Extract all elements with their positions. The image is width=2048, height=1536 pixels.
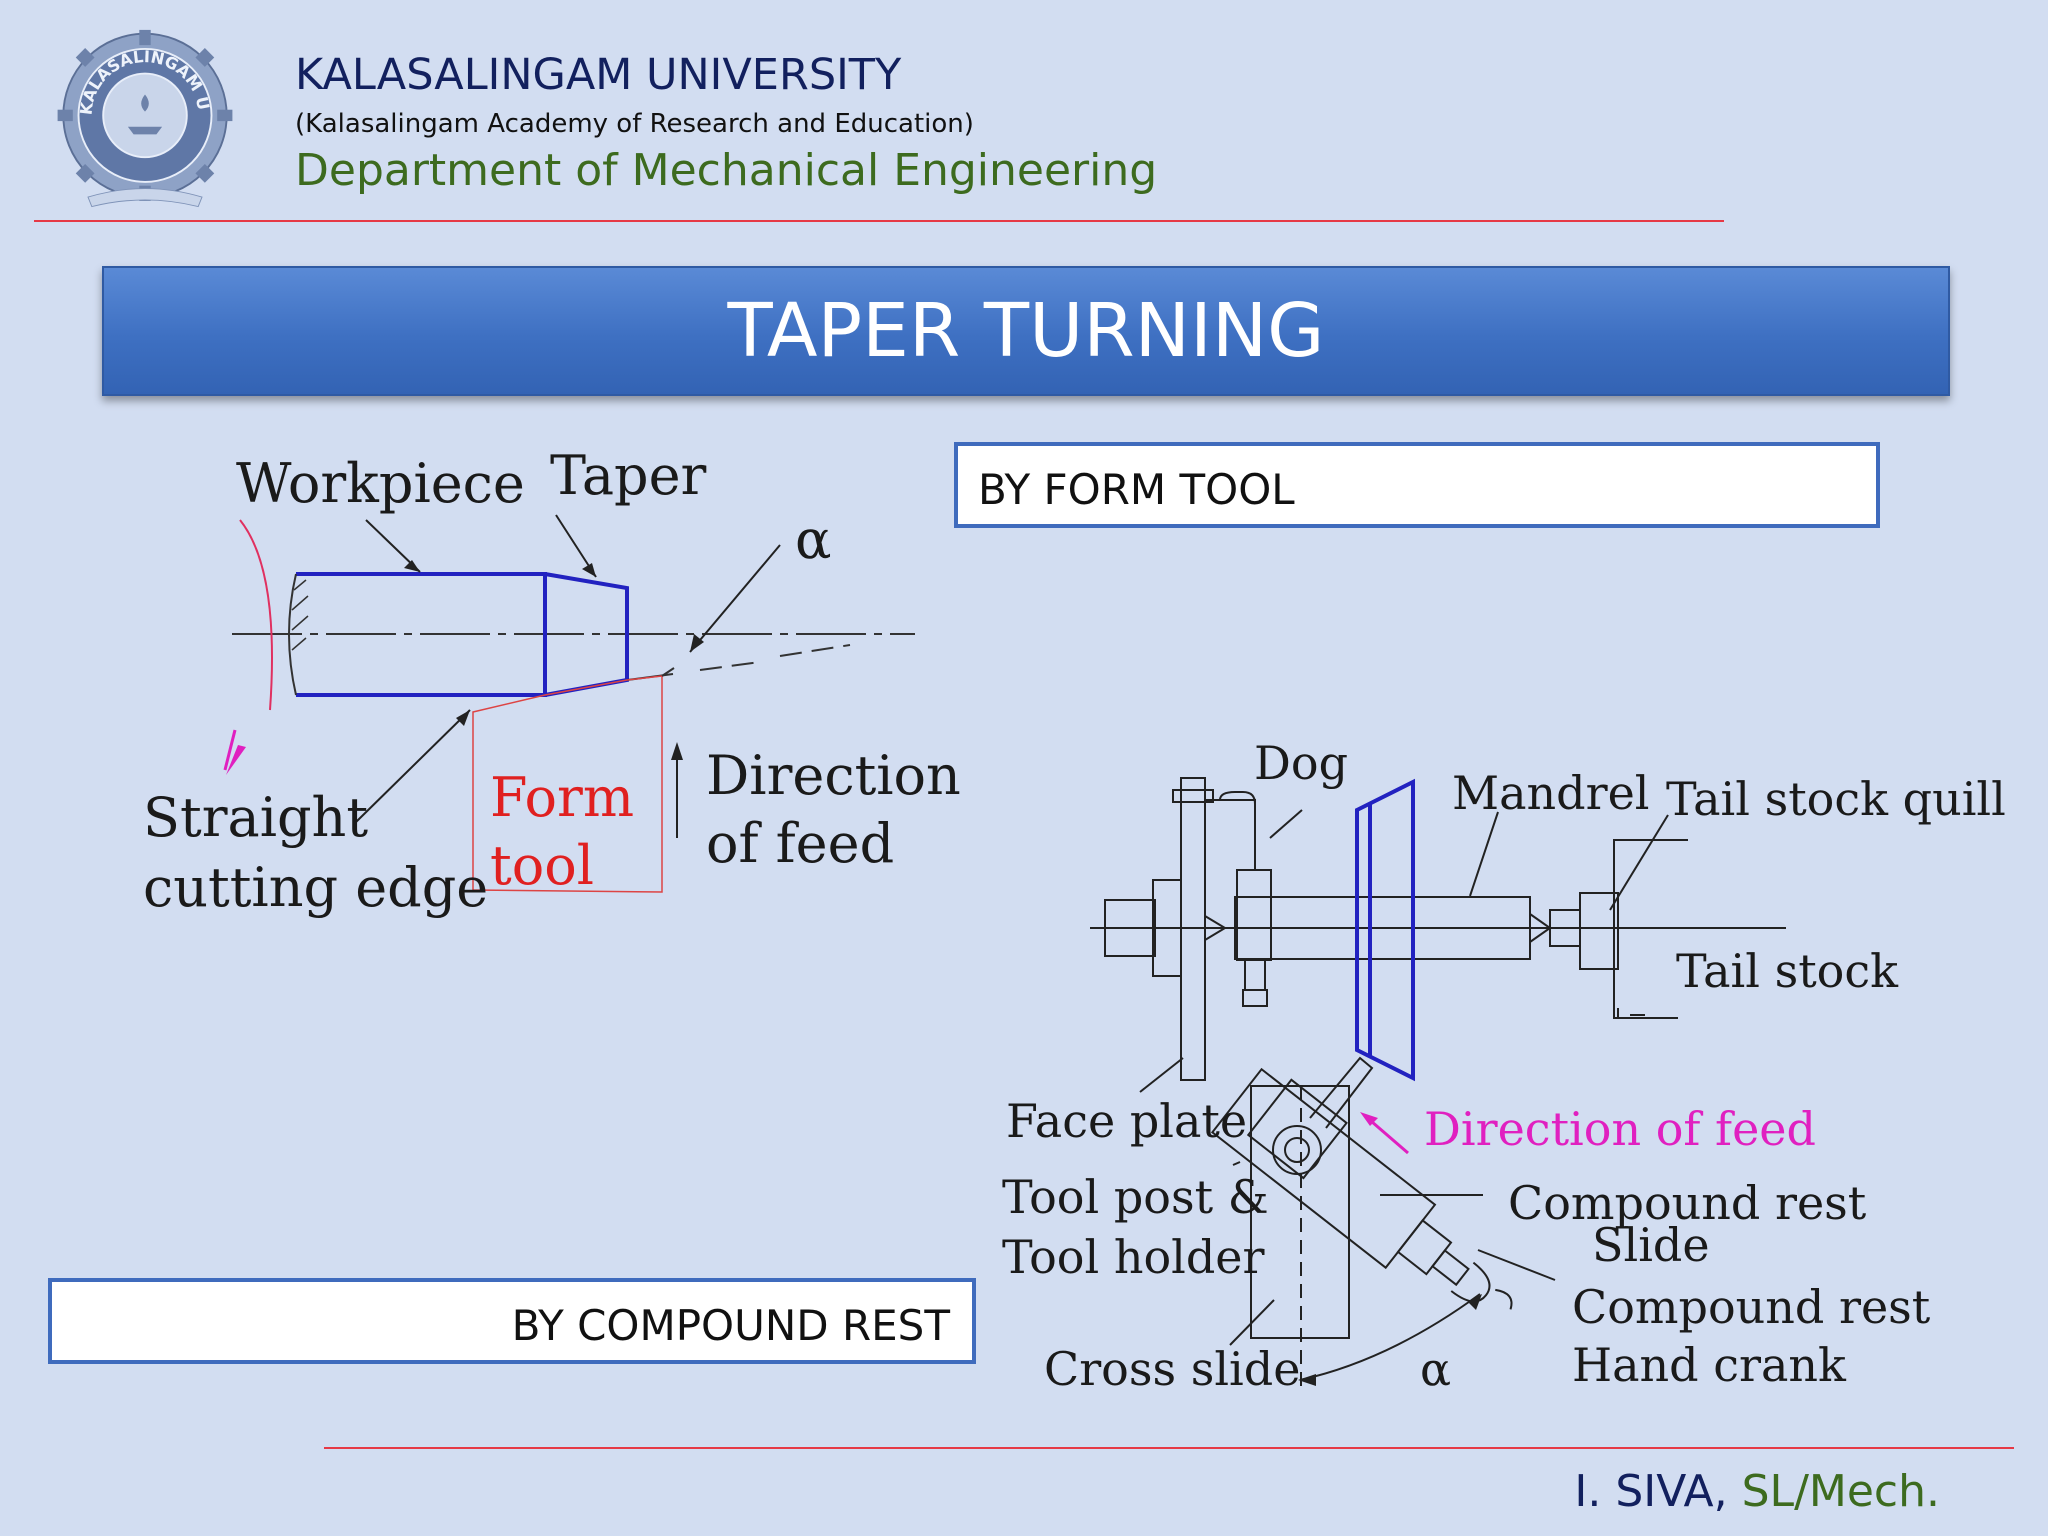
label-cutting-edge: cutting edge — [143, 856, 489, 919]
label-taper: Taper — [550, 444, 707, 507]
label-tool-holder: Tool holder — [1002, 1230, 1265, 1284]
label-form: Form — [490, 766, 635, 829]
label-cross-slide: Cross slide — [1044, 1342, 1301, 1396]
label-tool-post: Tool post & — [1002, 1170, 1269, 1224]
label-face-plate: Face plate — [1006, 1094, 1248, 1148]
slide-title: TAPER TURNING — [102, 266, 1950, 396]
footer-rule — [324, 1447, 2014, 1449]
label-alpha-1: α — [795, 508, 832, 571]
label-workpiece: Workpiece — [236, 452, 525, 515]
header-rule — [34, 220, 1724, 222]
university-subtitle: (Kalasalingam Academy of Research and Ed… — [295, 109, 974, 139]
form-tool-label: BY FORM TOOL — [954, 442, 1880, 528]
label-mandrel: Mandrel — [1452, 766, 1650, 820]
compound-rest-label: BY COMPOUND REST — [48, 1278, 976, 1364]
university-logo-icon: KALASALINGAM UNIVERSITY — [50, 28, 233, 208]
label-tail-stock-quill: Tail stock quill — [1666, 772, 2006, 826]
university-name: KALASALINGAM UNIVERSITY — [295, 50, 902, 100]
author-credit: I. SIVA, SL/Mech. — [1574, 1466, 1940, 1517]
label-compound-rest: Compound rest — [1508, 1176, 1867, 1230]
label-compound-rest-2: Compound rest — [1572, 1280, 1931, 1334]
author-name: I. SIVA, — [1574, 1466, 1728, 1517]
label-tail-stock: Tail stock — [1676, 944, 1899, 998]
label-direction: Direction — [706, 744, 961, 807]
author-role: SL/Mech. — [1727, 1466, 1940, 1517]
label-tool: tool — [490, 834, 594, 897]
label-straight: Straight — [143, 786, 369, 849]
label-of-feed: of feed — [706, 812, 895, 875]
label-alpha-2: α — [1420, 1342, 1452, 1396]
department-name: Department of Mechanical Engineering — [295, 145, 1158, 196]
label-dog: Dog — [1254, 736, 1349, 790]
label-hand-crank: Hand crank — [1572, 1338, 1846, 1392]
label-direction-of-feed: Direction of feed — [1424, 1102, 1816, 1156]
label-slide: Slide — [1592, 1218, 1710, 1272]
